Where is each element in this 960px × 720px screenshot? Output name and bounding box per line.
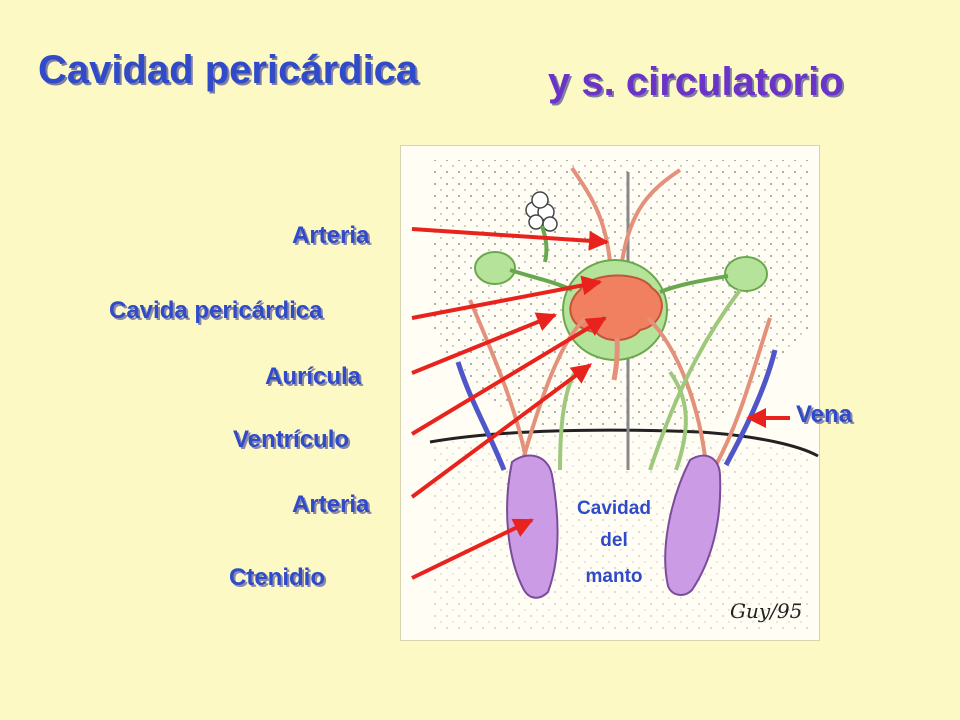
label-ctenidio: Ctenidio (229, 564, 325, 591)
label-arteria-top: Arteria (292, 222, 370, 249)
label-ventriculo: Ventrículo (233, 426, 350, 453)
gland (525, 191, 558, 232)
pointer-arrows (410, 227, 790, 580)
stippled-tissue (430, 160, 812, 630)
label-arteria-bottom: Arteria (292, 491, 370, 518)
label-vena: Vena (796, 401, 853, 428)
mantle-cavity-label: Cavidad del manto (577, 498, 651, 587)
mantle-label-line-2: del (600, 530, 627, 551)
label-cavidad-pericardica: Cavida pericárdica (109, 297, 323, 324)
label-auricula: Aurícula (265, 363, 362, 390)
efferent-vessels (468, 288, 772, 471)
mantle-boundary (429, 428, 819, 458)
mantle-label-line-3: manto (586, 566, 643, 587)
mantle-label-line-1: Cavidad (577, 498, 651, 519)
posterior-artery-stem (611, 337, 620, 381)
title-main: Cavidad pericárdica (38, 48, 419, 92)
title-secondary: y s. circulatorio (548, 60, 844, 104)
artist-signature: Guy/95 (730, 599, 802, 623)
